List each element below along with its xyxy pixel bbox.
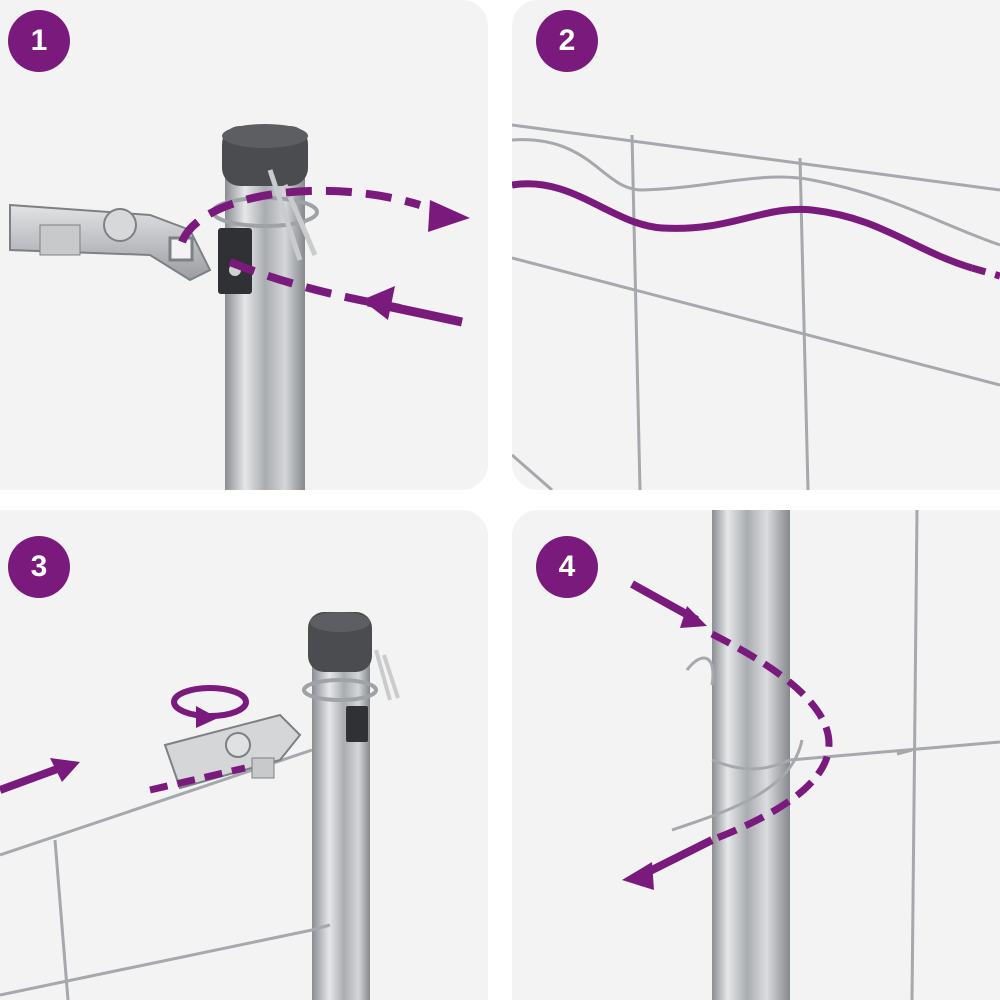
step-3-illustration [0, 612, 400, 1000]
fence-post [225, 160, 305, 490]
clamp-bracket [346, 706, 368, 742]
fence-post [712, 510, 790, 1000]
arrow-right-icon [50, 758, 80, 782]
step-1-illustration [9, 124, 470, 490]
step-badge: 2 [536, 10, 598, 72]
step-badge: 4 [536, 536, 598, 598]
arrow-down-left-icon [622, 862, 654, 890]
step-badge: 1 [8, 10, 70, 72]
arrow-down-right-icon [680, 606, 707, 628]
rotate-icon [171, 685, 249, 719]
step-3-panel: 3 [0, 510, 488, 1000]
step-1-panel: 1 [0, 0, 488, 490]
arrow-right-icon [428, 200, 470, 232]
step-2-panel: 2 [512, 0, 1000, 490]
wire-tensioner [9, 203, 212, 282]
step-4-illustration [622, 510, 1000, 1000]
wire-tensioner [163, 713, 302, 790]
step-badge: 3 [8, 536, 70, 598]
fence-post [312, 650, 370, 1000]
wire-mesh [512, 123, 1000, 490]
step-2-illustration [512, 123, 1000, 490]
step-4-panel: 4 [512, 510, 1000, 1000]
